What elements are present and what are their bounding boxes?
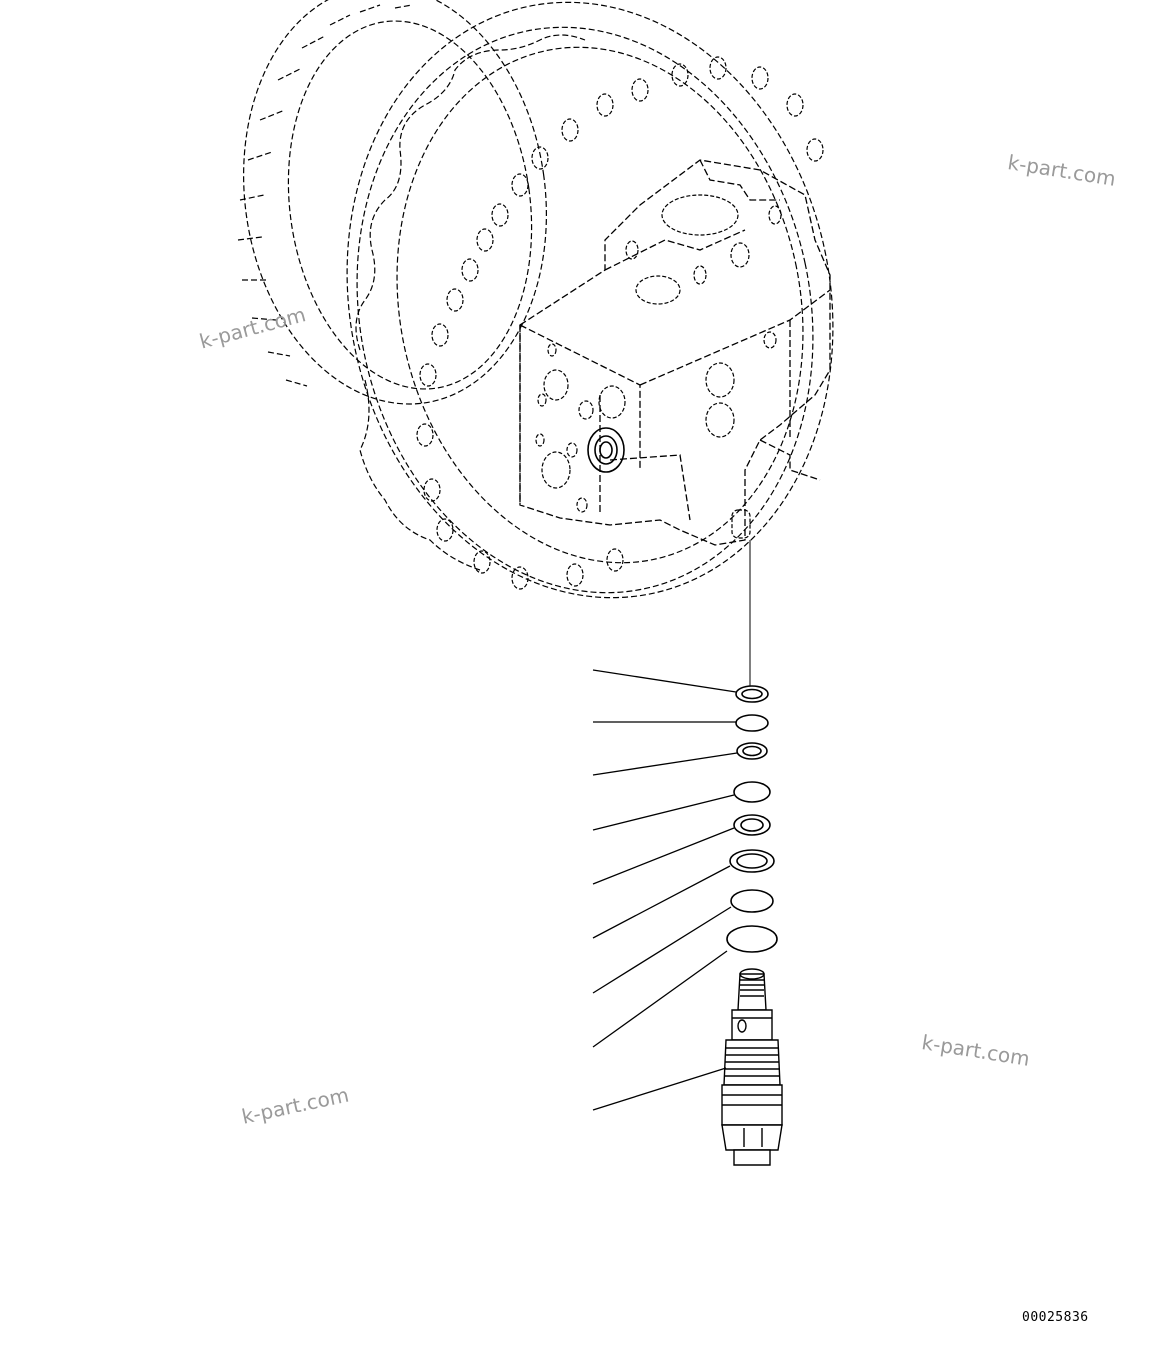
rear-drum-inner	[287, 20, 533, 390]
leader-lines	[592, 669, 738, 1111]
o-ring-3	[730, 889, 774, 913]
bottom-plug	[731, 509, 751, 539]
leader-line-5	[592, 827, 735, 885]
backup-ring-3	[733, 814, 771, 836]
flange-bolt-holes	[416, 56, 824, 590]
housing-wave-lower	[359, 379, 481, 571]
relief-valve-port	[587, 427, 625, 473]
valve-ports	[535, 194, 782, 513]
flange-rim	[356, 26, 814, 594]
o-ring-4	[726, 925, 778, 953]
flange-outer	[346, 1, 834, 599]
backup-ring-1	[735, 685, 769, 703]
leader-line-8	[592, 950, 728, 1048]
leader-line-4	[592, 794, 735, 831]
leader-line-6	[592, 865, 731, 939]
leader-line-1	[592, 669, 737, 693]
o-ring-1	[735, 714, 769, 732]
drum-ribs	[237, 4, 413, 387]
leader-line-9	[592, 1067, 727, 1111]
leader-line-7	[592, 906, 732, 994]
valve-block	[519, 159, 831, 546]
relief-valve-cartridge	[721, 968, 783, 1166]
rear-drum-outer	[243, 0, 547, 405]
backup-ring-2	[736, 742, 768, 760]
drawing-number: 00025836	[1022, 1310, 1089, 1325]
exploded-parts	[726, 685, 778, 953]
flange-inner	[396, 46, 804, 564]
leader-line-3	[592, 752, 738, 776]
final-drive-assembly	[237, 0, 834, 599]
housing-wave-outline	[355, 34, 586, 351]
o-ring-2	[733, 781, 771, 803]
backup-ring-4	[729, 849, 775, 873]
